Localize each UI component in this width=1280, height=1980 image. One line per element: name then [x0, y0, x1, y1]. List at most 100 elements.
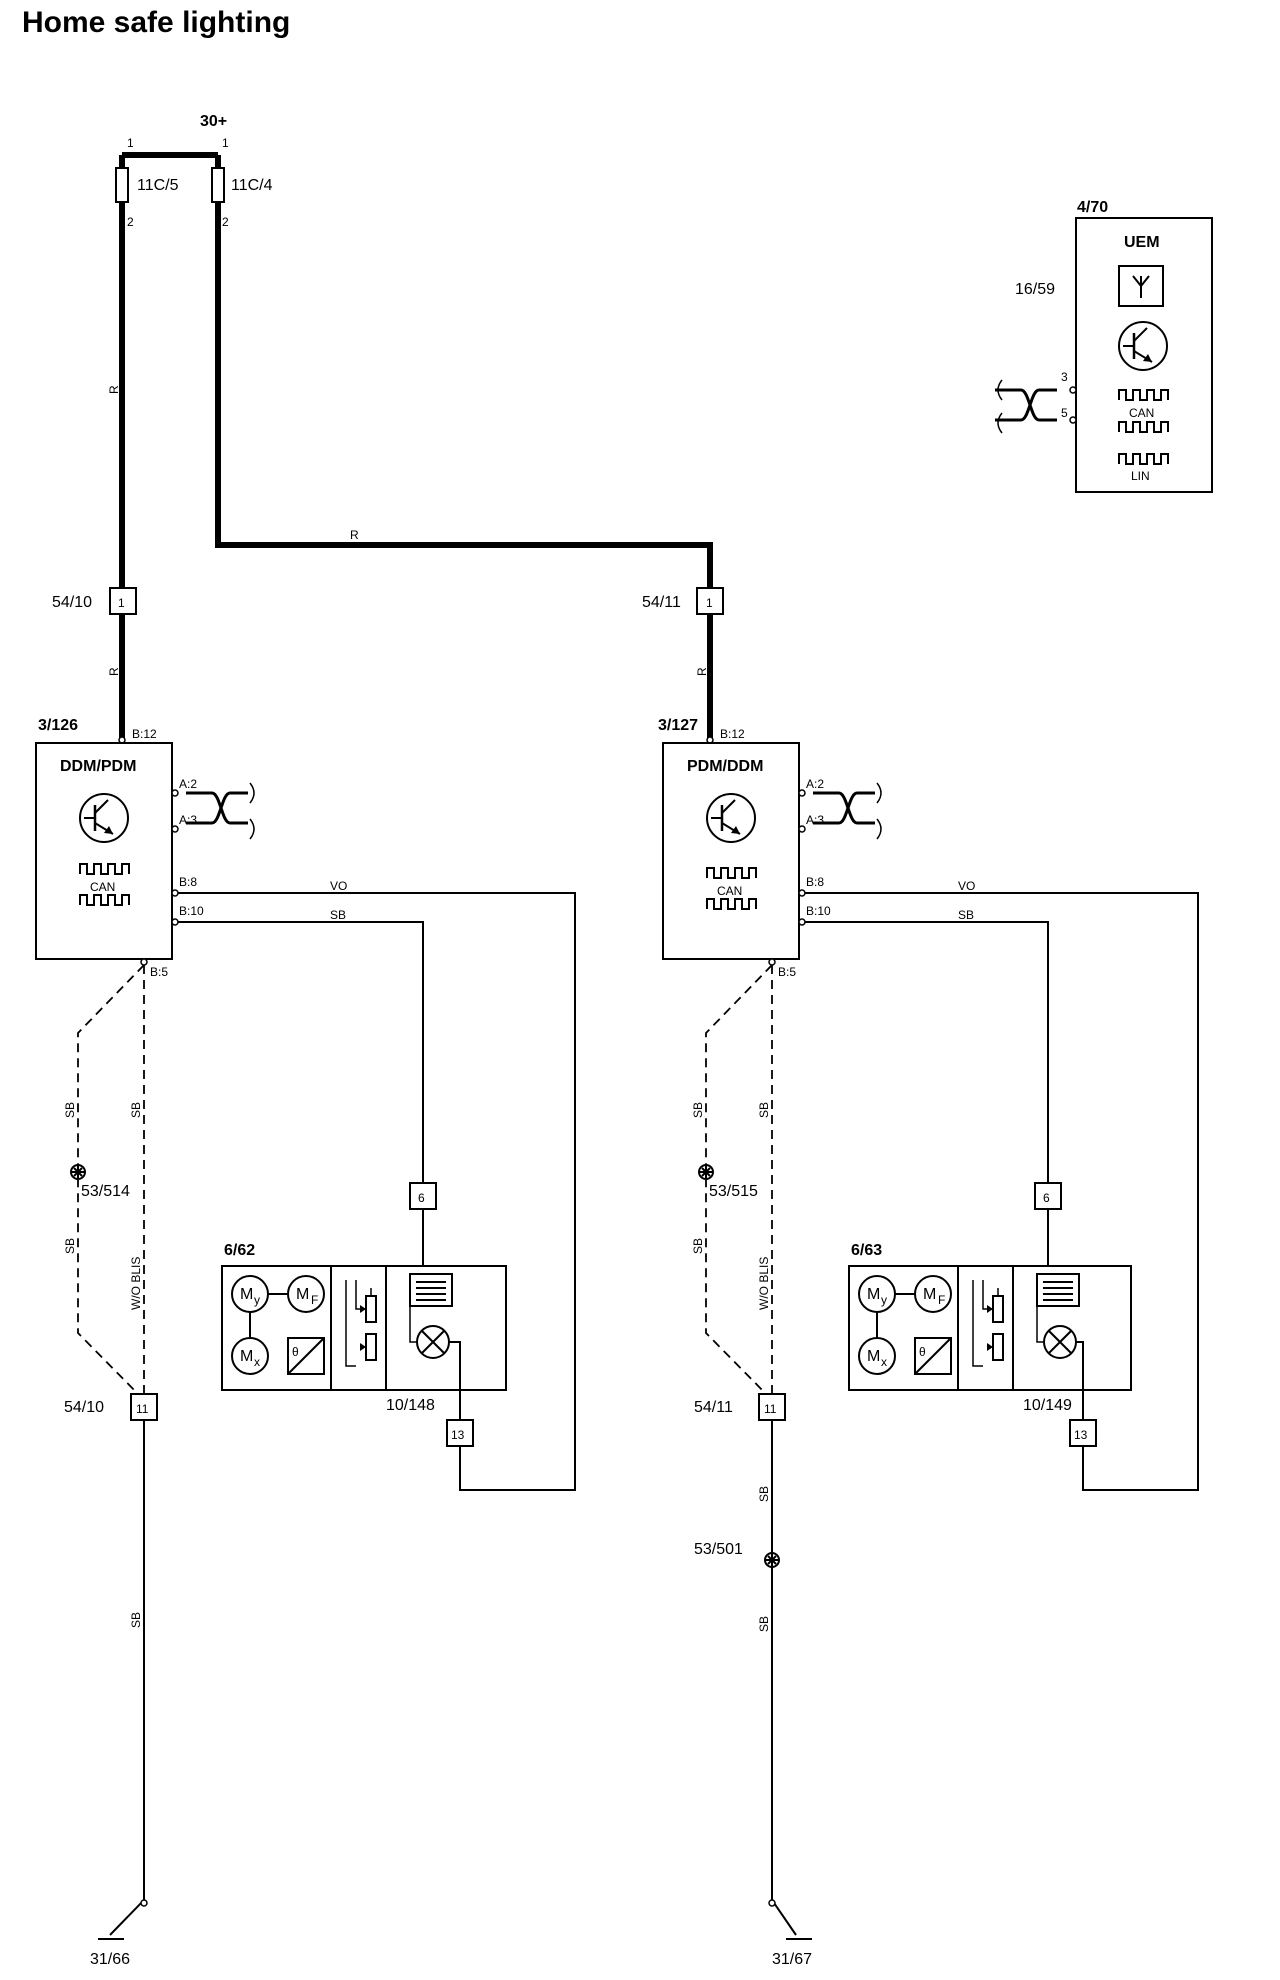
left-wire-dashed-blis — [77, 964, 145, 1401]
right-potentiometer-icons — [972, 1280, 1004, 1367]
svg-text:F: F — [311, 1293, 318, 1307]
wire-red-right — [215, 202, 713, 587]
right-wire-color-sb-6: SB — [757, 1616, 771, 1632]
right-pin-b12: B:12 — [720, 727, 745, 741]
svg-text:M: M — [240, 1348, 253, 1365]
right-mirror-ref: 6/63 — [851, 1242, 882, 1259]
uem-can-label: CAN — [1129, 406, 1154, 420]
left-module-ref: 3/126 — [38, 717, 78, 734]
right-module-ref: 3/127 — [658, 717, 698, 734]
right-wire-sb-b10 — [805, 921, 1049, 1183]
left-pin-b12: B:12 — [132, 727, 157, 741]
svg-text:F: F — [938, 1293, 945, 1307]
wire-color-r-1: R — [107, 385, 121, 394]
fuse-11c5 — [115, 167, 129, 203]
right-wire-color-sb-2: SB — [691, 1102, 705, 1118]
svg-text:M: M — [296, 1286, 309, 1303]
supply-label: 30+ — [200, 113, 227, 130]
svg-text:x: x — [254, 1355, 260, 1369]
right-pin-b5: B:5 — [778, 965, 796, 979]
svg-text:M: M — [923, 1286, 936, 1303]
left-wire-label-wo-blis: W/O BLIS — [129, 1257, 143, 1310]
svg-text:M: M — [240, 1286, 253, 1303]
left-module-label: DDM/PDM — [60, 758, 136, 775]
right-pin-b10: B:10 — [806, 904, 831, 918]
uem-pin-5: 5 — [1061, 406, 1068, 420]
left-connector-top — [109, 587, 137, 615]
left-wire-color-sb-2: SB — [63, 1102, 77, 1118]
uem-label: UEM — [1124, 234, 1160, 251]
right-connector-bottom-pin: 11 — [764, 1402, 777, 1416]
right-lamp-icon — [1036, 1306, 1084, 1420]
left-wire-sb-b10 — [178, 921, 424, 1183]
fuse-11c4 — [211, 167, 225, 203]
left-pin-a3: A:3 — [179, 813, 197, 827]
left-connector-6 — [409, 1182, 437, 1210]
right-mirror-sub-ref: 10/149 — [1023, 1397, 1072, 1414]
left-splice-label: 53/514 — [81, 1183, 130, 1200]
svg-text:θ: θ — [919, 1345, 926, 1359]
left-connector-6-pin: 6 — [418, 1191, 425, 1205]
svg-text:θ: θ — [292, 1345, 299, 1359]
antenna-icon-glyph — [1132, 275, 1150, 298]
right-heater-icon — [1036, 1273, 1080, 1307]
svg-text:y: y — [881, 1293, 887, 1307]
right-splice-icon — [698, 1164, 714, 1180]
right-pin-a3: A:3 — [806, 813, 824, 827]
uem-can-twisted-pair — [993, 388, 1059, 422]
left-can-label: CAN — [90, 880, 115, 894]
left-wire-color-sb-1: SB — [330, 908, 346, 922]
svg-text:y: y — [254, 1293, 260, 1307]
left-wire-vo — [178, 892, 576, 1491]
left-ground-label: 31/66 — [90, 1951, 130, 1968]
left-wire-color-sb-5: SB — [129, 1612, 143, 1628]
right-wire-color-sb-5: SB — [757, 1486, 771, 1502]
page-title: Home safe lighting — [22, 6, 290, 39]
svg-text:M: M — [867, 1348, 880, 1365]
uem-antenna-ref: 16/59 — [1015, 281, 1055, 298]
left-mirror-sub-ref: 10/148 — [386, 1397, 435, 1414]
right-wire-color-sb-1: SB — [958, 908, 974, 922]
right-ground-label: 31/67 — [772, 1951, 812, 1968]
left-pin-b8: B:8 — [179, 875, 197, 889]
left-transistor-icon — [78, 792, 130, 844]
right-ground-splice-label: 53/501 — [694, 1541, 743, 1558]
right-connector-6-pin: 6 — [1043, 1191, 1050, 1205]
right-connector-bottom-ref: 54/11 — [694, 1399, 733, 1416]
right-connector-top-pin: 1 — [706, 596, 713, 610]
left-connector-top-ref: 54/10 — [52, 594, 92, 611]
left-connector-13-pin: 13 — [451, 1428, 465, 1442]
right-pdm-ddm-module — [662, 742, 800, 960]
left-heater-icon — [409, 1273, 453, 1307]
right-connector-13-pin: 13 — [1074, 1428, 1088, 1442]
right-wire-dashed-blis — [705, 964, 773, 1401]
left-wire-color-sb-4: SB — [63, 1238, 77, 1254]
fuse-11c4-pin1: 1 — [222, 136, 229, 150]
fuse-11c4-pin2: 2 — [222, 215, 229, 229]
left-pin-a2: A:2 — [179, 777, 197, 791]
right-connector-13 — [1069, 1419, 1097, 1447]
uem-transistor-icon — [1117, 320, 1169, 372]
left-wire-ground — [109, 1420, 145, 1936]
left-mirror-ref: 6/62 — [224, 1242, 255, 1259]
right-connector-top-ref: 54/11 — [642, 594, 681, 611]
right-wire-label-wo-blis: W/O BLIS — [757, 1257, 771, 1310]
fuse-11c5-label: 11C/5 — [137, 177, 179, 194]
fuse-11c4-label: 11C/4 — [231, 177, 273, 194]
left-wire-color-vo: VO — [330, 879, 347, 893]
svg-text:M: M — [867, 1286, 880, 1303]
left-splice-icon — [70, 1164, 86, 1180]
uem-lin-label: LIN — [1131, 469, 1150, 483]
left-connector-bottom-ref: 54/10 — [64, 1399, 104, 1416]
left-ddm-pdm-module — [35, 742, 173, 960]
right-ground-splice-icon — [764, 1552, 780, 1568]
right-pin-b8: B:8 — [806, 875, 824, 889]
right-wire-color-sb-4: SB — [691, 1238, 705, 1254]
uem-pin-3: 3 — [1061, 370, 1068, 384]
fuse-11c5-pin1: 1 — [127, 136, 134, 150]
left-lamp-icon — [409, 1306, 461, 1420]
right-connector-top — [696, 587, 724, 615]
wire-color-r-3: R — [107, 667, 121, 676]
wire-color-r-4: R — [695, 667, 709, 676]
